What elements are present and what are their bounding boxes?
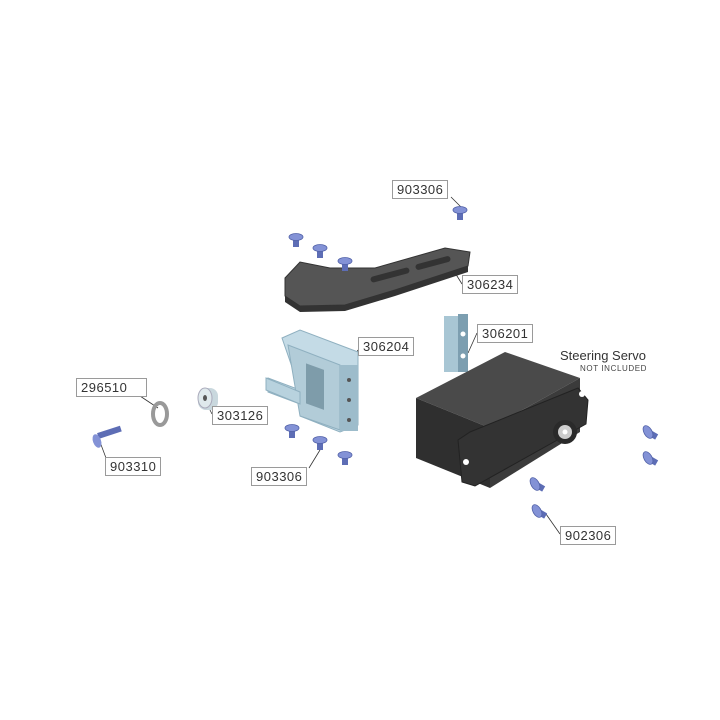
servo-title: Steering Servo (560, 348, 646, 363)
part-label-902306: 902306 (560, 526, 617, 545)
part-label-903306-top: 903306 (392, 180, 449, 199)
aluminum-bracket-306204 (265, 329, 359, 433)
screw-icon (452, 206, 468, 221)
part-label-296510: 296510 (76, 378, 147, 397)
post-306201 (444, 314, 468, 372)
carbon-plate-306234 (284, 247, 471, 312)
part-label-306204: 306204 (358, 337, 415, 356)
washer-296510 (151, 401, 169, 427)
part-label-306234: 306234 (462, 275, 519, 294)
steering-servo (416, 352, 589, 488)
part-label-903310: 903310 (105, 457, 162, 476)
servo-note: NOT INCLUDED (580, 364, 648, 373)
part-label-303126: 303126 (212, 406, 269, 425)
long-screw-903310 (92, 425, 122, 448)
part-label-306201: 306201 (477, 324, 534, 343)
part-label-903306-bottom: 903306 (251, 467, 308, 486)
bushing-303126 (197, 387, 218, 410)
